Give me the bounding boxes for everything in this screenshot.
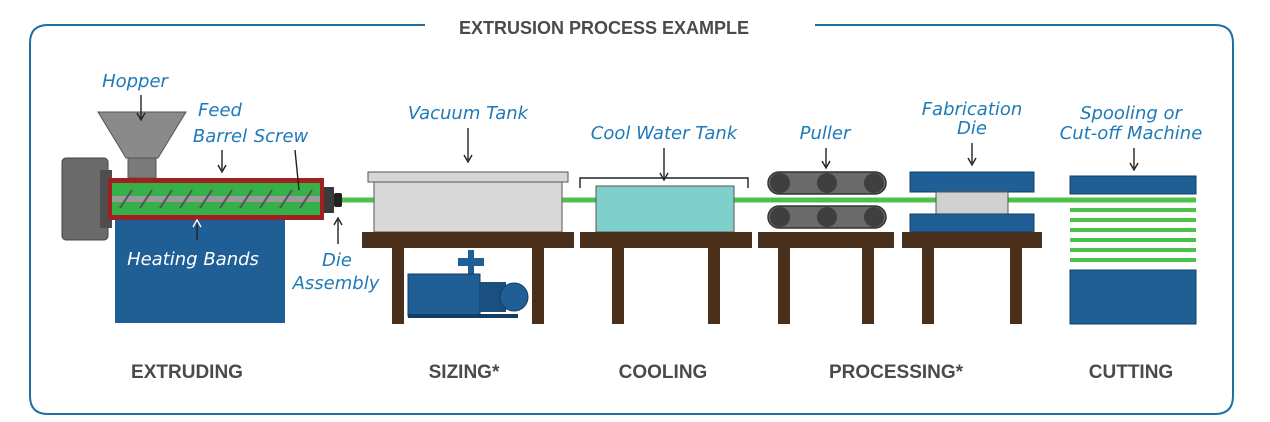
puller-table-leg-right xyxy=(862,248,874,324)
stage-extruding: EXTRUDING xyxy=(131,362,243,383)
label-barrel: Barrel xyxy=(193,126,247,147)
fabrication-die-top-plate xyxy=(909,171,1035,193)
label-cool-water-tank: Cool Water Tank xyxy=(591,123,739,144)
vacuum-pump-motor xyxy=(407,273,481,317)
puller-table-top xyxy=(758,232,894,248)
stage-cutting: CUTTING xyxy=(1089,362,1173,383)
label-vacuum-tank: Vacuum Tank xyxy=(408,103,530,124)
label-heating-bands: Heating Bands xyxy=(127,249,259,270)
arrowhead-puller xyxy=(821,160,831,170)
die-flange xyxy=(324,187,334,213)
cool-water-table-leg-left xyxy=(612,248,624,324)
vacuum-table-leg-left xyxy=(392,248,404,324)
fabrication-die-bottom-plate xyxy=(909,213,1035,233)
diagram-title: EXTRUSION PROCESS EXAMPLE xyxy=(459,18,749,38)
puller-bottom-roller-1 xyxy=(770,207,790,227)
cutter-top-block xyxy=(1069,175,1197,195)
label-assembly: Assembly xyxy=(292,273,380,294)
puller-top-roller-1 xyxy=(770,173,790,193)
extruder-base xyxy=(115,215,285,323)
puller-top-roller-2 xyxy=(817,173,837,193)
label-hopper: Hopper xyxy=(102,71,169,92)
arrowhead-spooling xyxy=(1129,162,1139,172)
label-fabrication: Fabrication xyxy=(922,99,1023,120)
extruder xyxy=(61,111,342,323)
fabrication-table-top xyxy=(902,232,1042,248)
spooled-profile-lines xyxy=(1070,198,1196,262)
arrow-screw xyxy=(294,149,300,191)
screw-shaft xyxy=(112,196,320,202)
die-tip xyxy=(334,193,342,207)
label-feed: Feed xyxy=(198,100,243,121)
vacuum-tank-station xyxy=(362,171,574,324)
fabrication-die-core xyxy=(935,191,1009,215)
hopper-shape xyxy=(97,111,187,159)
arrowhead-heating-bands xyxy=(192,218,202,228)
cool-water-table-top xyxy=(580,232,752,248)
hopper-throat xyxy=(127,157,157,179)
puller-table-leg-left xyxy=(778,248,790,324)
stage-cooling: COOLING xyxy=(619,362,708,383)
vacuum-pump-feet xyxy=(408,314,518,318)
label-spooling: Spooling or xyxy=(1080,103,1183,124)
puller-station xyxy=(758,171,894,324)
vacuum-pump-pipe-h xyxy=(458,258,484,266)
arrowhead-die-assembly xyxy=(333,216,343,226)
cool-water-tank-station xyxy=(579,177,752,324)
cool-water-tank-body xyxy=(595,185,735,233)
label-cut-off-machine: Cut-off Machine xyxy=(1060,123,1203,144)
screw-flights xyxy=(119,189,313,209)
vacuum-table-top xyxy=(362,232,574,248)
vacuum-pump-head xyxy=(499,282,529,312)
cutting-station xyxy=(1069,175,1197,325)
arrowhead-fabrication-die xyxy=(967,157,977,167)
cool-water-table-leg-right xyxy=(708,248,720,324)
arrowhead-cool-water-tank xyxy=(659,172,669,182)
stage-processing: PROCESSING* xyxy=(829,362,964,383)
label-die: Die xyxy=(322,250,352,271)
vacuum-tank-body xyxy=(373,181,563,233)
arrowhead-vacuum-tank xyxy=(463,154,473,164)
label-screw: Screw xyxy=(254,126,309,147)
arrowhead-barrel xyxy=(217,164,227,174)
frame-border xyxy=(29,24,1234,415)
label-fabrication-die: Die xyxy=(957,118,987,139)
arrowhead-hopper xyxy=(136,112,146,122)
fabrication-die-station xyxy=(902,171,1042,324)
puller-top-roller-3 xyxy=(864,173,884,193)
label-puller: Puller xyxy=(800,123,852,144)
vacuum-tank-lid xyxy=(367,171,569,183)
fabrication-table-leg-left xyxy=(922,248,934,324)
cutter-base-block xyxy=(1069,269,1197,325)
fabrication-table-leg-right xyxy=(1010,248,1022,324)
puller-bottom-roller-2 xyxy=(817,207,837,227)
puller-bottom-roller-3 xyxy=(864,207,884,227)
stage-sizing: SIZING* xyxy=(429,362,500,383)
vacuum-table-leg-right xyxy=(532,248,544,324)
